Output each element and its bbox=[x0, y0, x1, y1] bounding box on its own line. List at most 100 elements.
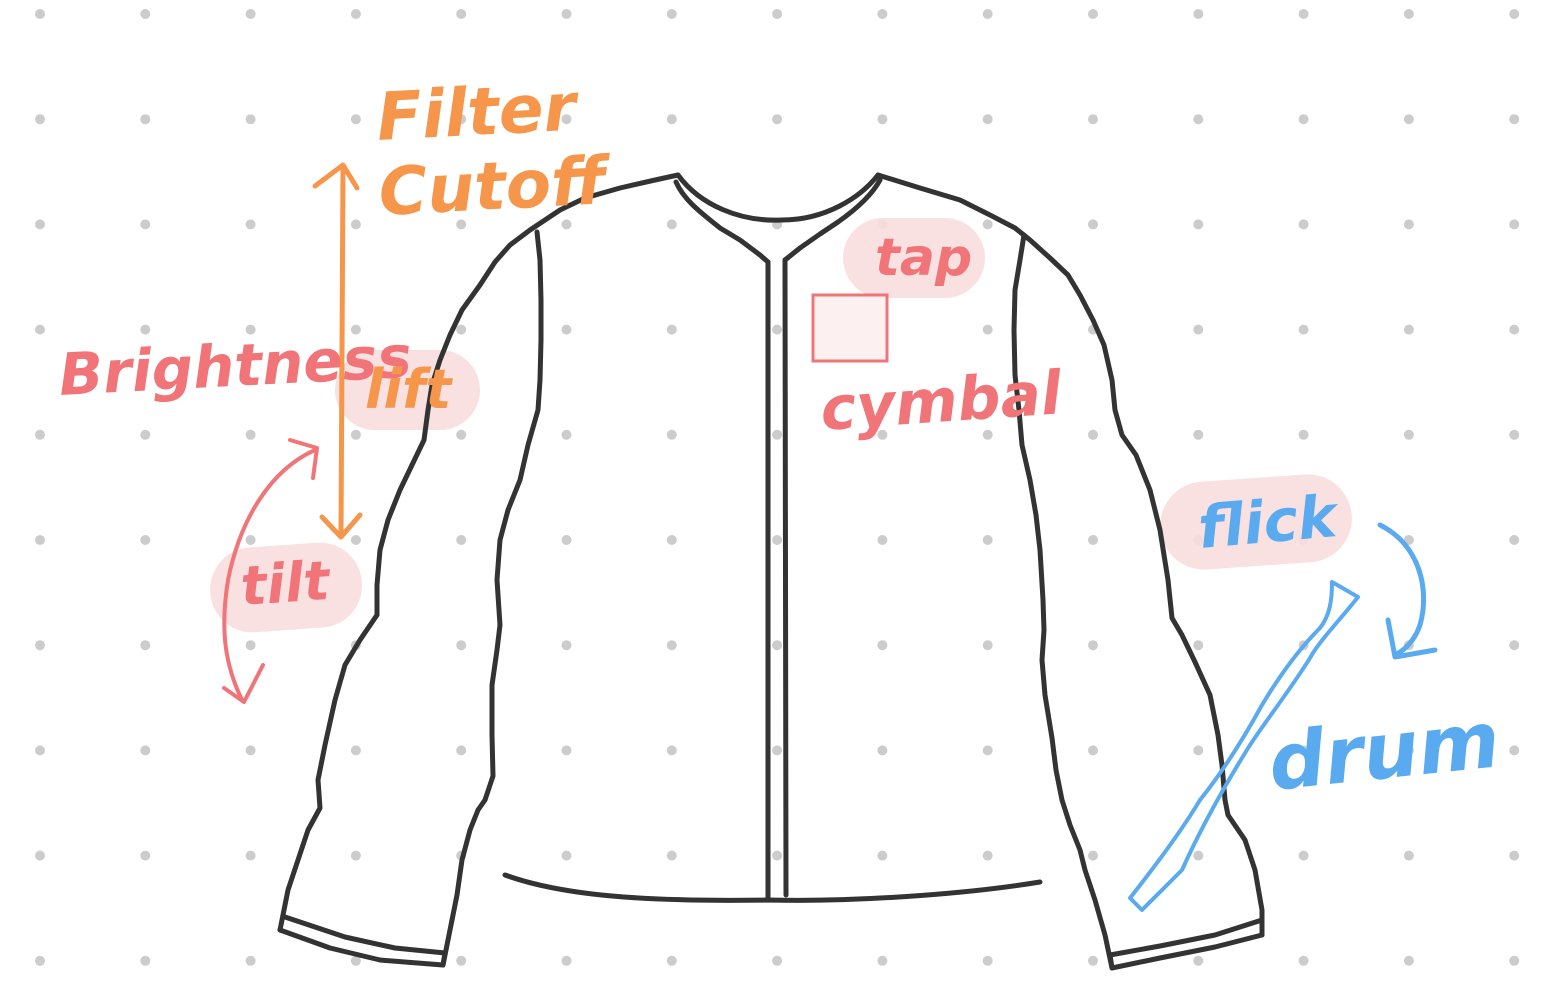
grid-dot bbox=[1403, 324, 1414, 335]
grid-dot bbox=[245, 429, 256, 440]
grid-dot bbox=[666, 955, 677, 966]
grid-dot bbox=[877, 429, 888, 440]
grid-dot bbox=[1509, 219, 1520, 230]
grid-dot bbox=[666, 850, 677, 861]
grid-dot bbox=[772, 114, 783, 125]
grid-dot bbox=[350, 114, 361, 125]
grid-dot bbox=[1509, 850, 1520, 861]
grid-dot bbox=[245, 535, 256, 545]
jacket-collar bbox=[675, 172, 881, 223]
grid-dot bbox=[35, 640, 45, 651]
grid-dot bbox=[140, 745, 151, 756]
grid-dot bbox=[982, 219, 993, 230]
grid-dot bbox=[1193, 219, 1204, 230]
jacket-outline bbox=[277, 172, 1265, 971]
grid-dot bbox=[35, 9, 45, 19]
jacket-hem bbox=[502, 872, 1043, 903]
grid-dot bbox=[561, 955, 572, 966]
grid-dot bbox=[1298, 9, 1309, 19]
tilt-highlight bbox=[210, 542, 362, 633]
grid-dot bbox=[350, 429, 361, 440]
grid-dot bbox=[35, 324, 45, 335]
grid-dot bbox=[1193, 745, 1204, 756]
lift-label: lift bbox=[365, 358, 454, 421]
drumstick-icon bbox=[1128, 580, 1360, 912]
grid-dot bbox=[140, 9, 151, 19]
grid-dot bbox=[1088, 9, 1098, 19]
jacket-right-sleeve-inner bbox=[1011, 232, 1115, 971]
grid-dot bbox=[561, 324, 572, 335]
grid-dot bbox=[140, 850, 151, 861]
grid-dot bbox=[666, 324, 677, 335]
lift-highlight bbox=[335, 350, 480, 430]
grid-dot bbox=[350, 9, 361, 19]
grid-dot bbox=[1193, 114, 1204, 125]
grid-dot bbox=[1088, 640, 1098, 651]
grid-dot bbox=[772, 535, 783, 545]
jacket-left-sleeve-inner bbox=[440, 229, 544, 968]
grid-dot bbox=[772, 745, 783, 756]
grid-dot bbox=[561, 219, 572, 230]
grid-dot bbox=[245, 955, 256, 966]
jacket-left-sleeve-outer bbox=[277, 172, 681, 933]
grid-dot bbox=[1298, 745, 1309, 756]
grid-dot bbox=[350, 219, 361, 230]
grid-dot bbox=[1403, 745, 1414, 756]
grid-dot bbox=[1298, 955, 1309, 966]
tilt-arrow bbox=[222, 438, 319, 704]
grid-dot bbox=[456, 219, 467, 230]
grid-dot bbox=[1298, 429, 1309, 440]
grid-dot bbox=[666, 640, 677, 651]
grid-dot bbox=[561, 114, 572, 125]
jacket-collar-inner-right bbox=[782, 177, 883, 263]
tilt-arrow-head-bottom bbox=[222, 663, 265, 704]
grid-dot bbox=[1403, 429, 1414, 440]
grid-dot bbox=[1509, 429, 1520, 440]
grid-dot bbox=[877, 535, 888, 545]
grid-dot bbox=[666, 429, 677, 440]
tilt-arrow-head-top bbox=[288, 438, 319, 480]
grid-dot bbox=[561, 850, 572, 861]
grid-dot bbox=[982, 640, 993, 651]
lift-arrow-shaft bbox=[338, 165, 346, 538]
grid-dot bbox=[1403, 114, 1414, 125]
cymbal-label: cymbal bbox=[818, 358, 1065, 445]
grid-dot bbox=[350, 850, 361, 861]
grid-dot bbox=[1298, 324, 1309, 335]
cutoff-label: Cutoff bbox=[377, 142, 614, 231]
filter-label: Filter bbox=[375, 68, 581, 156]
grid-dot bbox=[35, 745, 45, 756]
jacket-zipper-right bbox=[782, 257, 789, 898]
grid-dot bbox=[140, 640, 151, 651]
grid-dot bbox=[1088, 955, 1098, 966]
grid-dot bbox=[140, 535, 151, 545]
grid-dot bbox=[245, 640, 256, 651]
grid-dot bbox=[245, 324, 256, 335]
grid-dot bbox=[561, 535, 572, 545]
flick-arrow bbox=[1377, 522, 1438, 660]
grid-dot bbox=[561, 9, 572, 19]
grid-dot bbox=[772, 324, 783, 335]
flick-arrow-curve bbox=[1377, 522, 1427, 658]
grid-dot bbox=[456, 955, 467, 966]
jacket-right-cuff bbox=[1107, 917, 1265, 971]
grid-dot bbox=[1088, 429, 1098, 440]
lift-arrow-head-down bbox=[319, 512, 363, 540]
grid-dot bbox=[982, 324, 993, 335]
jacket-collar-inner-left bbox=[673, 179, 771, 265]
flick-arrow-head bbox=[1385, 617, 1438, 660]
grid-dot bbox=[456, 114, 467, 125]
grid-dot bbox=[245, 219, 256, 230]
grid-dot bbox=[877, 114, 888, 125]
grid-dot bbox=[140, 114, 151, 125]
grid-dot bbox=[456, 9, 467, 19]
grid-dot bbox=[1088, 219, 1098, 230]
grid-dot bbox=[1193, 324, 1204, 335]
grid-dot bbox=[982, 745, 993, 756]
highlights bbox=[210, 218, 1352, 633]
grid-dot bbox=[35, 955, 45, 966]
grid-dot bbox=[456, 429, 467, 440]
grid-dot bbox=[1298, 850, 1309, 861]
